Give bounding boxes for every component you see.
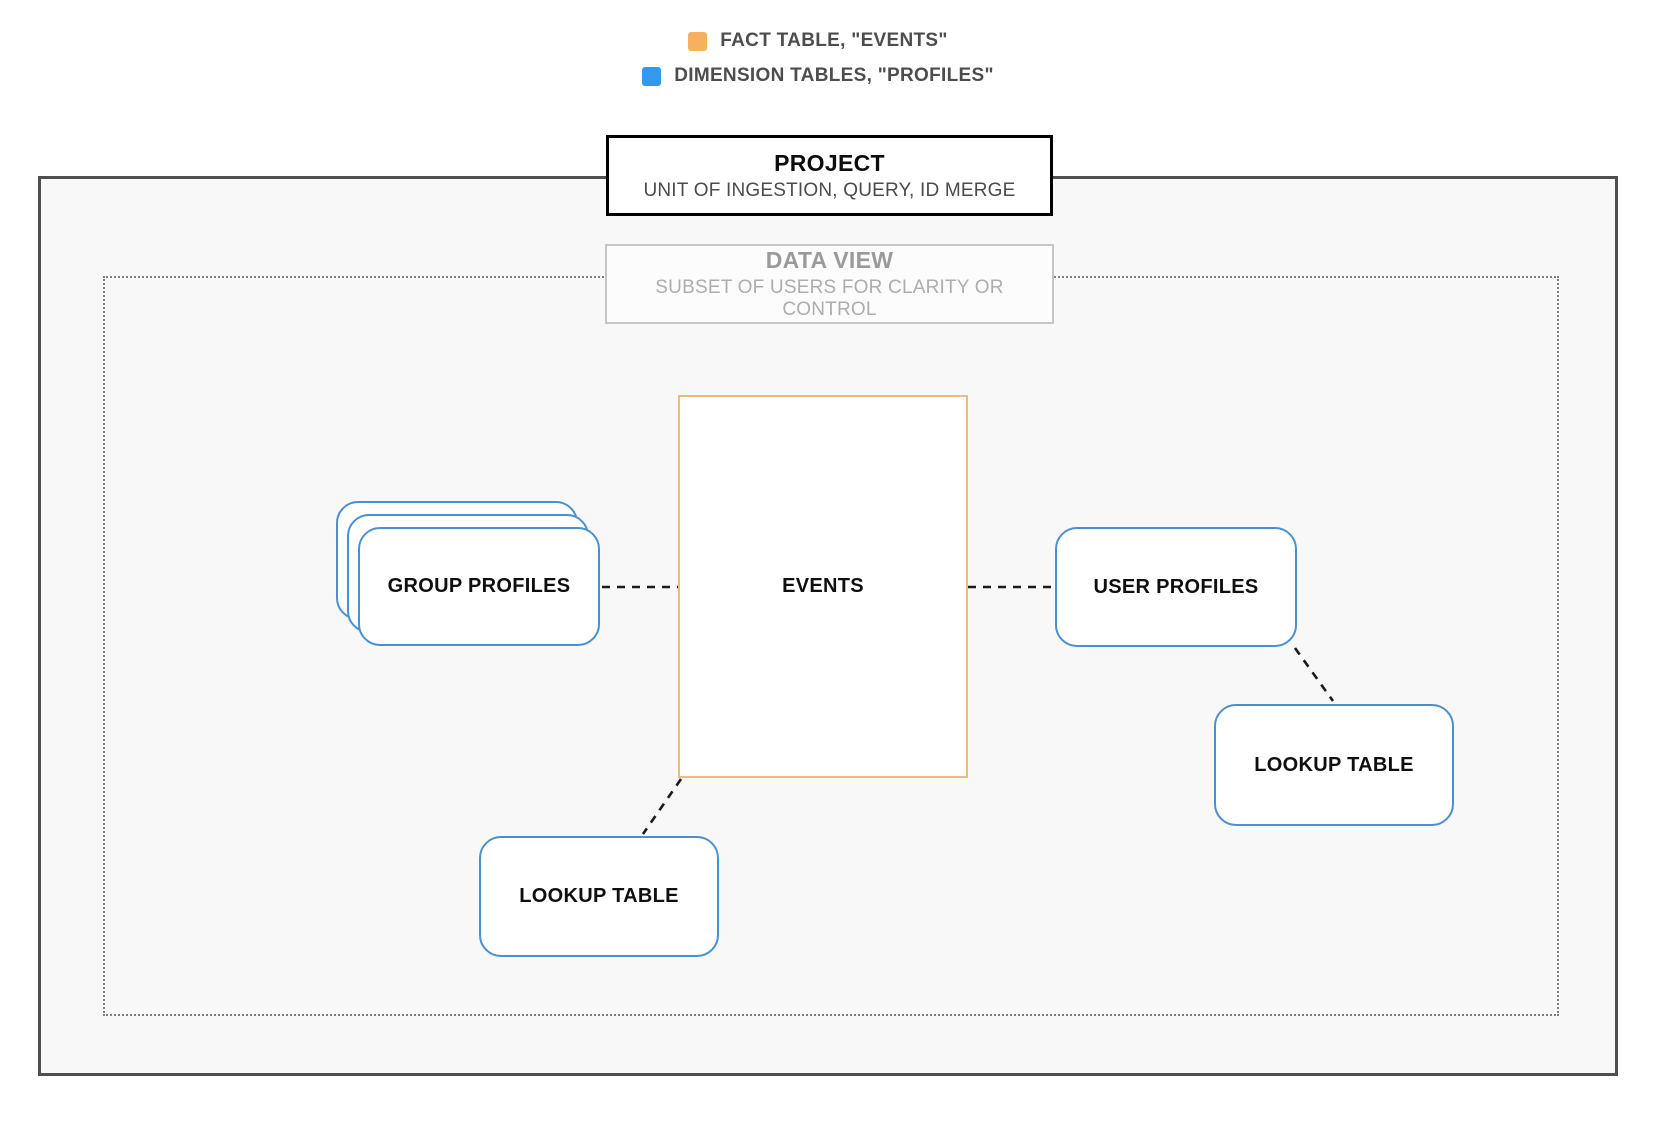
legend: FACT TABLE, "EVENTS" DIMENSION TABLES, "…	[0, 30, 1636, 87]
legend-label-fact-table: FACT TABLE, "EVENTS"	[720, 30, 948, 51]
legend-label-dimension-tables: DIMENSION TABLES, "PROFILES"	[674, 65, 994, 86]
user-profiles-label: USER PROFILES	[1093, 575, 1259, 598]
legend-item-fact-table: FACT TABLE, "EVENTS"	[688, 30, 947, 52]
legend-item-dimension-tables: DIMENSION TABLES, "PROFILES"	[642, 65, 994, 87]
lookup-table-right-node: LOOKUP TABLE	[1214, 704, 1454, 826]
data-view-title: DATA VIEW	[765, 247, 894, 273]
project-title: PROJECT	[774, 149, 885, 176]
events-node: EVENTS	[678, 395, 968, 778]
lookup-table-bottom-label: LOOKUP TABLE	[519, 885, 679, 907]
project-header-box: PROJECT UNIT OF INGESTION, QUERY, ID MER…	[606, 135, 1053, 216]
group-profiles-node: GROUP PROFILES	[358, 527, 600, 646]
project-subtitle: UNIT OF INGESTION, QUERY, ID MERGE	[643, 179, 1016, 201]
dimension-tables-swatch-icon	[642, 66, 662, 86]
lookup-table-right-label: LOOKUP TABLE	[1254, 753, 1414, 776]
group-profiles-label: GROUP PROFILES	[387, 575, 571, 597]
user-profiles-node: USER PROFILES	[1055, 527, 1297, 647]
events-label: EVENTS	[782, 575, 864, 597]
data-view-header-box: DATA VIEW SUBSET OF USERS FOR CLARITY OR…	[605, 244, 1054, 324]
lookup-table-bottom-node: LOOKUP TABLE	[479, 836, 719, 957]
data-view-subtitle: SUBSET OF USERS FOR CLARITY OR CONTROL	[655, 277, 1004, 320]
fact-table-swatch-icon	[688, 31, 708, 51]
